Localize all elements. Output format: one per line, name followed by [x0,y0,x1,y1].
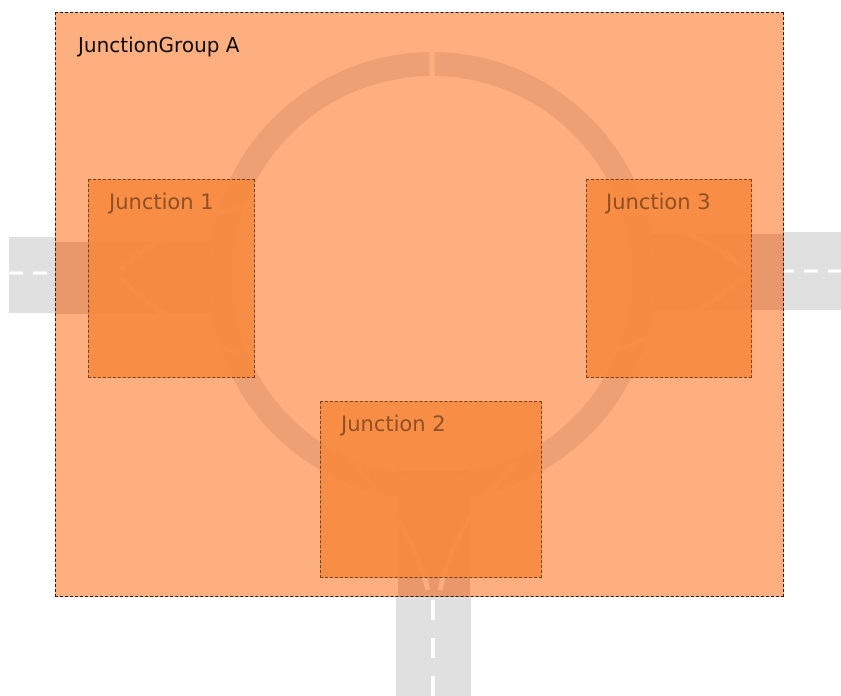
junction-group-label: JunctionGroup A [78,33,240,57]
junction-3-label: Junction 3 [606,190,711,214]
junction-2-box: Junction 2 [320,401,542,578]
junction-2-label: Junction 2 [341,412,446,436]
junction-1-box: Junction 1 [88,179,255,378]
junction-3-box: Junction 3 [586,179,752,378]
junction-1-label: Junction 1 [109,190,214,214]
junction-group-box: JunctionGroup A [55,12,784,597]
